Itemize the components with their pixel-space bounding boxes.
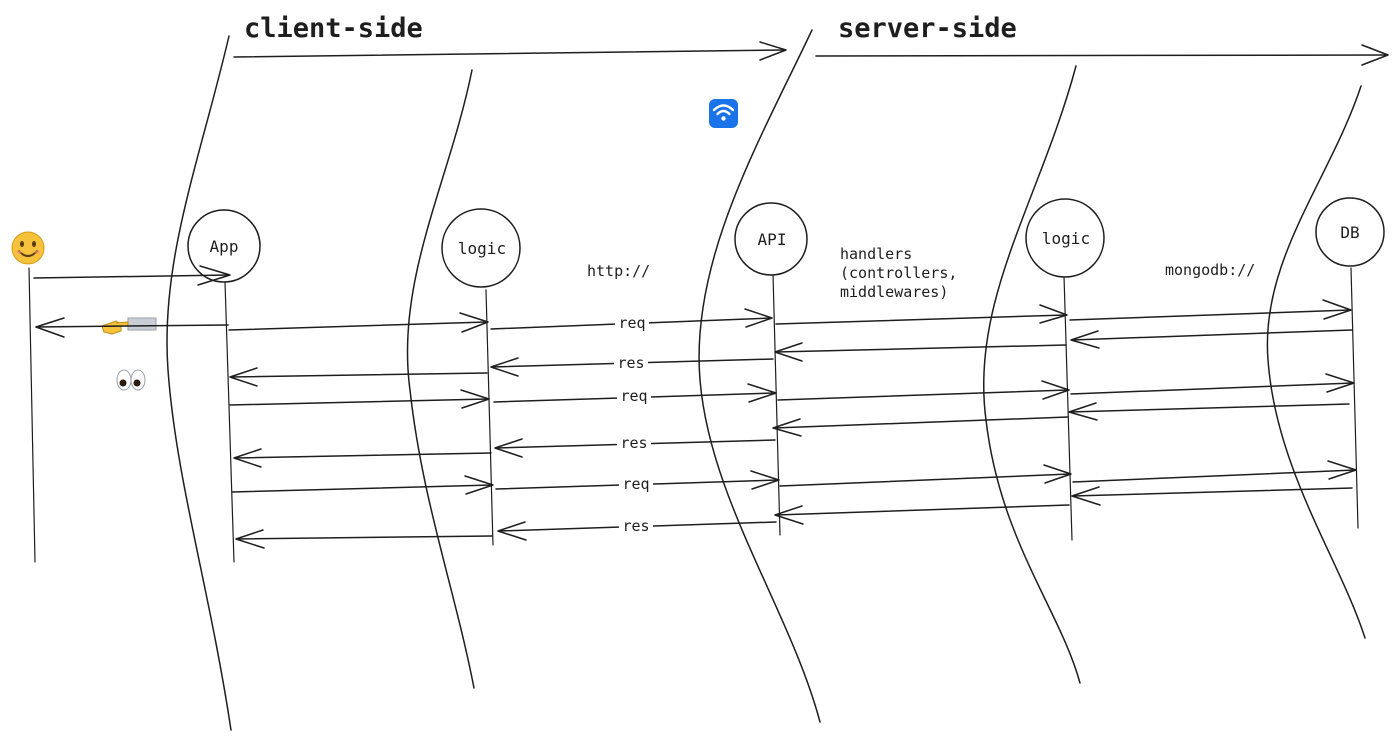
arrow-serverlogic-to-api-3 bbox=[774, 504, 1070, 525]
svg-text:res: res bbox=[620, 434, 647, 452]
api-node: API bbox=[734, 202, 808, 276]
arrow-api-to-serverlogic-3 bbox=[779, 464, 1072, 487]
server-logic-node-label: logic bbox=[1042, 229, 1090, 248]
boundary-curve-5 bbox=[1266, 85, 1366, 639]
client-logic-node-label: logic bbox=[458, 239, 506, 258]
req-label-2: req bbox=[617, 387, 651, 405]
client-side-title: client-side bbox=[244, 13, 423, 44]
svg-text:req: req bbox=[622, 475, 649, 493]
handlers-note-line-1: handlers bbox=[840, 245, 912, 263]
app-node: App bbox=[187, 209, 261, 283]
arrow-app-to-logic-3 bbox=[231, 475, 494, 495]
arrow-app-to-logic-2 bbox=[229, 389, 490, 409]
server-side-title: server-side bbox=[838, 13, 1017, 44]
http-protocol-label: http:// bbox=[587, 262, 650, 280]
arrow-api-to-serverlogic-2 bbox=[777, 380, 1070, 401]
arrow-api-to-serverlogic-1 bbox=[775, 304, 1068, 325]
db-node-label: DB bbox=[1340, 223, 1359, 242]
svg-text:req: req bbox=[618, 314, 645, 332]
boundary-curve-2 bbox=[406, 69, 475, 689]
arrow-logic-to-app-2 bbox=[233, 448, 492, 468]
client-logic-node: logic bbox=[441, 208, 521, 288]
eyes-icon bbox=[116, 369, 146, 391]
svg-text:req: req bbox=[620, 387, 647, 405]
arrow-serverlogic-to-api-2 bbox=[772, 416, 1069, 437]
arrow-db-to-serverlogic-2 bbox=[1068, 402, 1350, 421]
handlers-note-line-3: middlewares) bbox=[840, 283, 948, 301]
boundary-curve-1 bbox=[166, 35, 232, 731]
res-label-3: res bbox=[619, 517, 653, 535]
res-label-2: res bbox=[617, 434, 651, 452]
app-to-user-arrow bbox=[35, 317, 229, 338]
server-logic-lifeline bbox=[1063, 275, 1073, 541]
smiling-face-icon bbox=[11, 231, 45, 265]
arrow-logic-to-app-3 bbox=[235, 529, 493, 549]
server-logic-node: logic bbox=[1025, 198, 1105, 278]
req-label-3: req bbox=[619, 475, 653, 493]
client-side-arrow bbox=[233, 41, 787, 61]
arrow-db-to-serverlogic-3 bbox=[1071, 486, 1353, 506]
client-logic-lifeline bbox=[485, 289, 494, 546]
wifi-icon bbox=[709, 99, 738, 128]
arrow-serverlogic-to-db-2 bbox=[1070, 373, 1355, 395]
arrow-app-to-logic-1 bbox=[228, 312, 489, 333]
server-side-arrow bbox=[815, 44, 1389, 66]
app-node-label: App bbox=[210, 237, 239, 256]
db-node: DB bbox=[1315, 197, 1385, 267]
app-lifeline bbox=[224, 281, 235, 563]
svg-text:res: res bbox=[617, 354, 644, 372]
arrow-db-to-serverlogic-1 bbox=[1070, 329, 1353, 349]
svg-text:res: res bbox=[622, 517, 649, 535]
user-lifeline bbox=[28, 267, 36, 563]
arrow-serverlogic-to-db-1 bbox=[1069, 299, 1352, 321]
db-lifeline bbox=[1350, 267, 1359, 529]
mongodb-protocol-label: mongodb:// bbox=[1165, 261, 1255, 279]
api-node-label: API bbox=[758, 230, 787, 249]
boundary-curve-4 bbox=[982, 65, 1081, 684]
pointing-hand-icon bbox=[101, 317, 157, 335]
req-label-1: req bbox=[615, 314, 649, 332]
arrow-serverlogic-to-db-3 bbox=[1072, 460, 1357, 483]
user-to-app-arrow bbox=[33, 265, 231, 286]
res-label-1: res bbox=[614, 354, 648, 372]
api-lifeline bbox=[772, 273, 781, 536]
handlers-note-line-2: (controllers, bbox=[840, 264, 957, 282]
arrow-logic-to-app-1 bbox=[229, 367, 488, 387]
boundary-curve-3 bbox=[698, 29, 821, 723]
arrow-serverlogic-to-api-1 bbox=[774, 342, 1067, 362]
